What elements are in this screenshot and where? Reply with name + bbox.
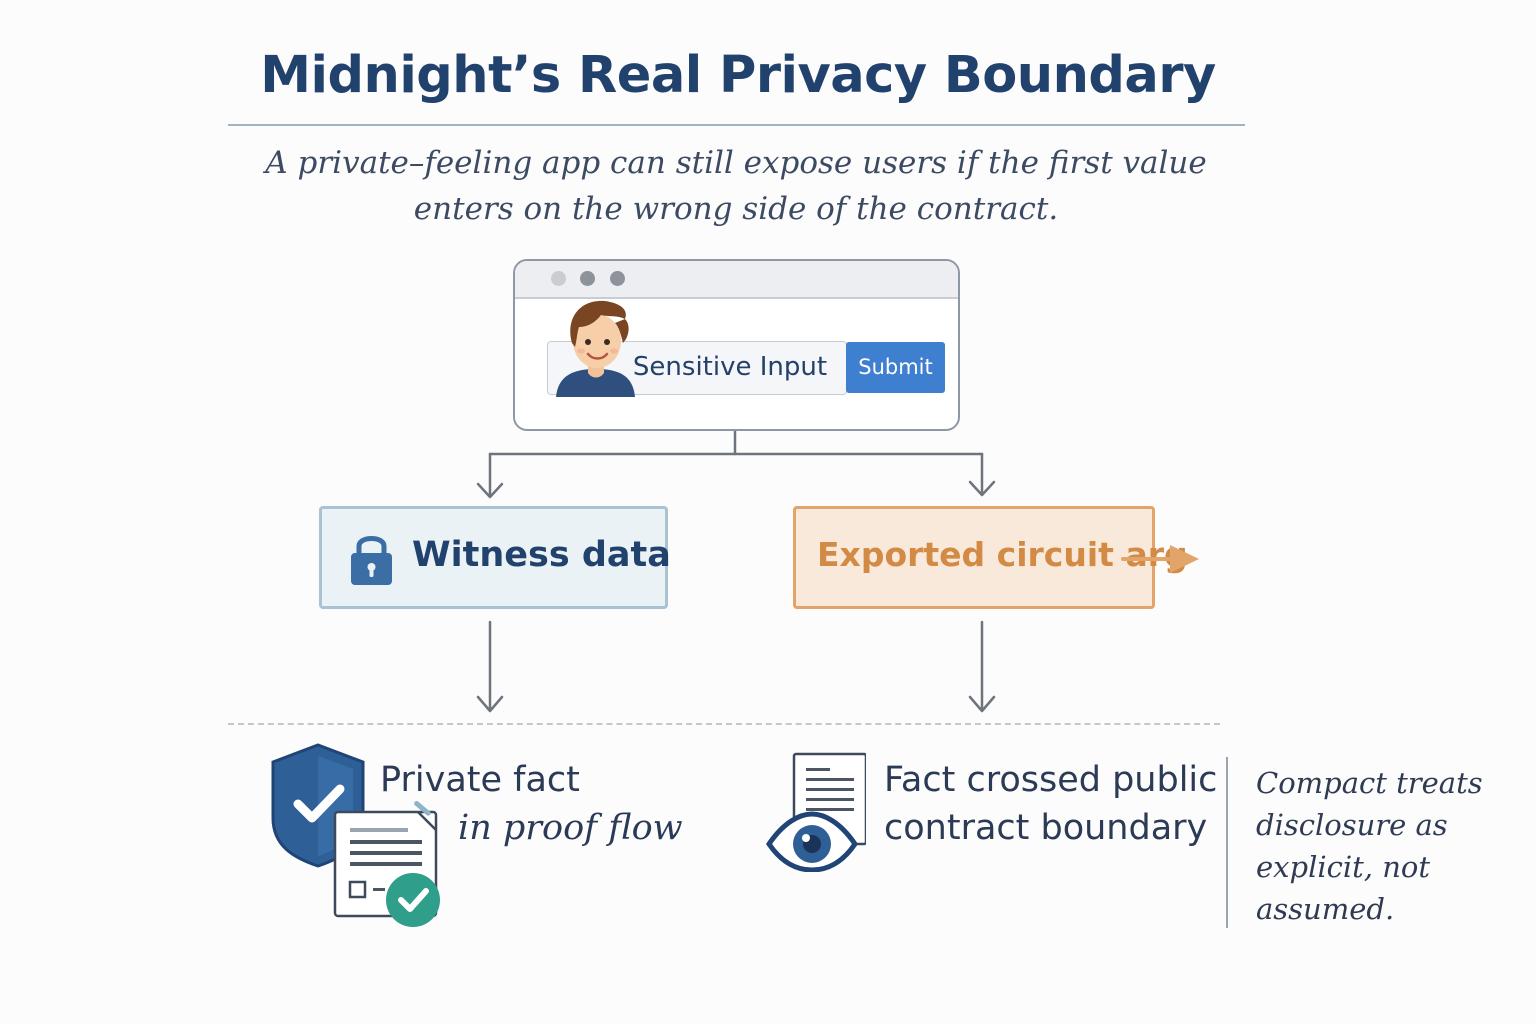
public-fact-line2: contract boundary — [884, 808, 1208, 848]
exported-circuit-arg-label: Exported circuit arg — [817, 535, 1188, 574]
shield-check-document-icon — [271, 743, 440, 927]
lock-icon — [351, 536, 392, 585]
arrow-to-public-outcome — [968, 620, 996, 713]
user-avatar-icon — [556, 300, 635, 397]
arrow-to-witness — [476, 452, 504, 499]
page-title: Midnight’s Real Privacy Boundary — [260, 46, 1216, 105]
window-dot-icon — [580, 271, 595, 286]
witness-data-label: Witness data — [412, 535, 671, 575]
window-titlebar — [515, 261, 958, 299]
arrow-to-exported — [968, 452, 996, 497]
subtitle: A private–feeling app can still expose u… — [265, 145, 1207, 227]
private-fact-line1: Private fact — [380, 760, 580, 800]
submit-button[interactable]: Submit — [846, 342, 945, 393]
title-divider — [228, 124, 1245, 126]
window-dot-icon — [610, 271, 625, 286]
public-fact-line1: Fact crossed public — [884, 760, 1218, 800]
app-window: Sensitive Input Submit — [513, 259, 960, 431]
compact-note: Compact treats disclosure as explicit, n… — [1256, 766, 1483, 926]
note-divider — [1226, 757, 1228, 928]
sensitive-input-label: Sensitive Input — [632, 352, 828, 382]
eye-document-icon — [766, 752, 866, 872]
private-fact-line2: in proof flow — [458, 808, 683, 848]
boundary-divider — [228, 723, 1220, 725]
arrow-right-icon — [1121, 545, 1199, 573]
arrow-to-private-outcome — [476, 620, 504, 713]
exported-circuit-arg-box — [793, 506, 1155, 609]
window-dot-icon — [551, 271, 566, 286]
